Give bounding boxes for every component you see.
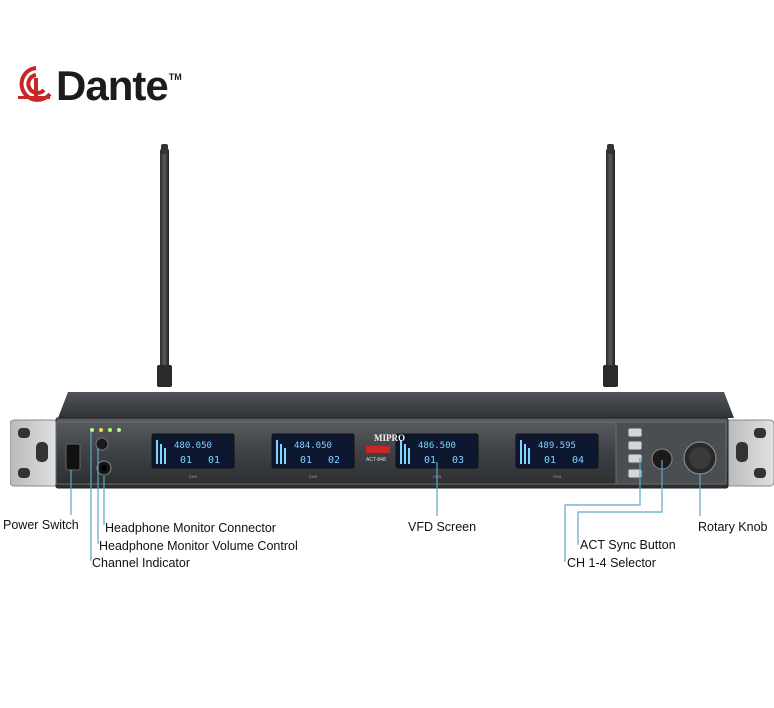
- brand-mipro: MIPRO: [374, 433, 405, 443]
- dante-logo: Dante TM: [16, 62, 182, 112]
- trademark-sign: TM: [168, 72, 182, 82]
- callout-channel-indicator: Channel Indicator: [92, 556, 190, 570]
- power-switch[interactable]: [65, 443, 81, 471]
- vfd-channel-2: 01: [300, 455, 312, 466]
- left-antenna: [157, 144, 172, 387]
- vfd-channel-4: 01: [544, 455, 556, 466]
- callout-act-sync: ACT Sync Button: [580, 538, 676, 552]
- leader-act-sync: [577, 460, 663, 545]
- vfd-level-bars: [156, 440, 530, 464]
- right-rack-ear: [725, 419, 774, 487]
- callout-power-switch: Power Switch: [3, 518, 79, 532]
- right-antenna: [603, 144, 618, 387]
- left-rack-ear: [10, 419, 59, 487]
- vfd-screen-1: [151, 433, 235, 469]
- callout-rotary-knob: Rotary Knob: [698, 520, 768, 534]
- vfd-channel-3: 01: [424, 455, 436, 466]
- chassis-top: [58, 392, 734, 418]
- vfd-freq-3: 486.500: [418, 441, 456, 451]
- dante-logo-mark-icon: [18, 66, 52, 102]
- vfd-freq-4: 489.595: [538, 441, 576, 451]
- vfd-screen-4: [515, 433, 599, 469]
- ch-label-2: CH2: [309, 474, 318, 479]
- brand-red-badge: [366, 446, 390, 453]
- model-label: ACT-848: [366, 457, 386, 463]
- callout-ch-selector: CH 1-4 Selector: [567, 556, 656, 570]
- callout-headphone-volume: Headphone Monitor Volume Control: [99, 539, 298, 553]
- vfd-channel-1: 01: [180, 455, 192, 466]
- receiver-front-panel: 480.050 01 01 484.050 01 02 486.500 01 0…: [10, 392, 774, 489]
- antennas: [157, 144, 618, 387]
- callout-headphone-connector: Headphone Monitor Connector: [105, 521, 276, 535]
- vfd-group-2: 02: [328, 455, 340, 466]
- dante-wordmark: Dante: [56, 62, 169, 109]
- vfd-freq-2: 484.050: [294, 441, 332, 451]
- leader-ch-selector: [564, 458, 641, 562]
- vfd-group-3: 03: [452, 455, 464, 466]
- vfd-screen-2: [271, 433, 355, 469]
- vfd-freq-1: 480.050: [174, 441, 212, 451]
- callout-vfd-screen: VFD Screen: [408, 520, 477, 534]
- ch-label-4: CH4: [553, 474, 562, 479]
- vfd-group-1: 01: [208, 455, 220, 466]
- channel-indicator-leds: [90, 428, 121, 432]
- headphone-volume-knob[interactable]: [95, 437, 109, 451]
- vfd-group-4: 04: [572, 455, 584, 466]
- ch-selector-buttons[interactable]: [627, 427, 643, 479]
- ch-label-1: CH1: [189, 474, 198, 479]
